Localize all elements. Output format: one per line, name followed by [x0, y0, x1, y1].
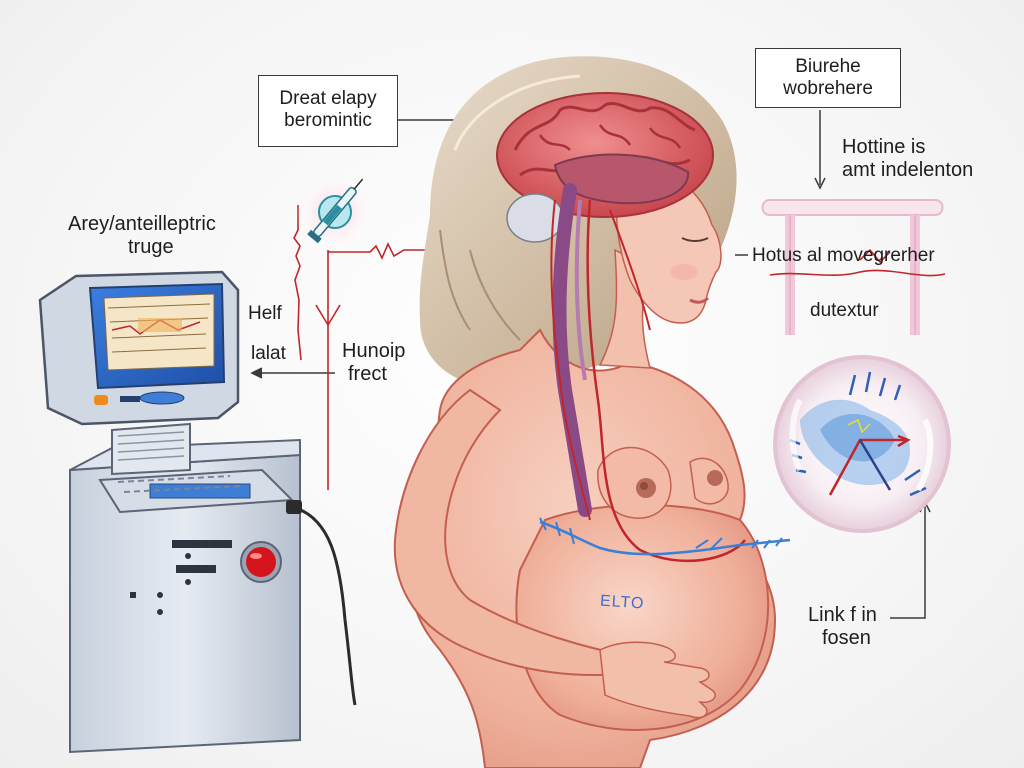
- link-line1: Link f in: [808, 604, 877, 626]
- label-box-top-left: Dreat elapy beromintic: [258, 75, 398, 147]
- hottine-line2: amt indelenton: [842, 159, 974, 181]
- hotus-label: Hotus al movegrerher: [752, 245, 935, 266]
- label-box-top-left-line1: Dreat elapy: [279, 88, 377, 109]
- device-title-line2: truge: [128, 236, 174, 258]
- belly-marking-text: ELTO: [599, 592, 645, 613]
- hunoip-label: Hunoip frect: [342, 340, 405, 386]
- schematic-frame: [761, 199, 946, 335]
- power-button-icon: [240, 541, 282, 583]
- hunoip-line1: Hunoip: [342, 340, 406, 362]
- helf-label: Helf: [248, 303, 282, 324]
- link-label: Link f in fosen: [808, 604, 877, 650]
- label-box-top-right-line2: wobrehere: [783, 78, 873, 99]
- hunoip-line2: frect: [348, 363, 387, 385]
- device-title-line1: Arey/anteilleptric: [68, 213, 216, 235]
- link-line2: fosen: [822, 627, 871, 649]
- pregnant-woman-figure: [393, 56, 791, 768]
- label-box-top-right-line1: Biurehe: [795, 56, 861, 77]
- dutextur-label: dutextur: [810, 300, 879, 321]
- hottine-line1: Hottine is: [842, 136, 926, 158]
- lalat-label: lalat: [251, 343, 286, 364]
- device-title-label: Arey/anteilleptric truge: [68, 213, 216, 259]
- monitoring-device: [38, 270, 357, 754]
- inset-circle: [773, 355, 951, 533]
- label-box-top-left-line2: beromintic: [284, 110, 372, 131]
- syringe-icon: [307, 178, 364, 244]
- hottine-label: Hottine is amt indelenton: [842, 136, 973, 182]
- label-box-top-right: Biurehe wobrehere: [755, 48, 901, 108]
